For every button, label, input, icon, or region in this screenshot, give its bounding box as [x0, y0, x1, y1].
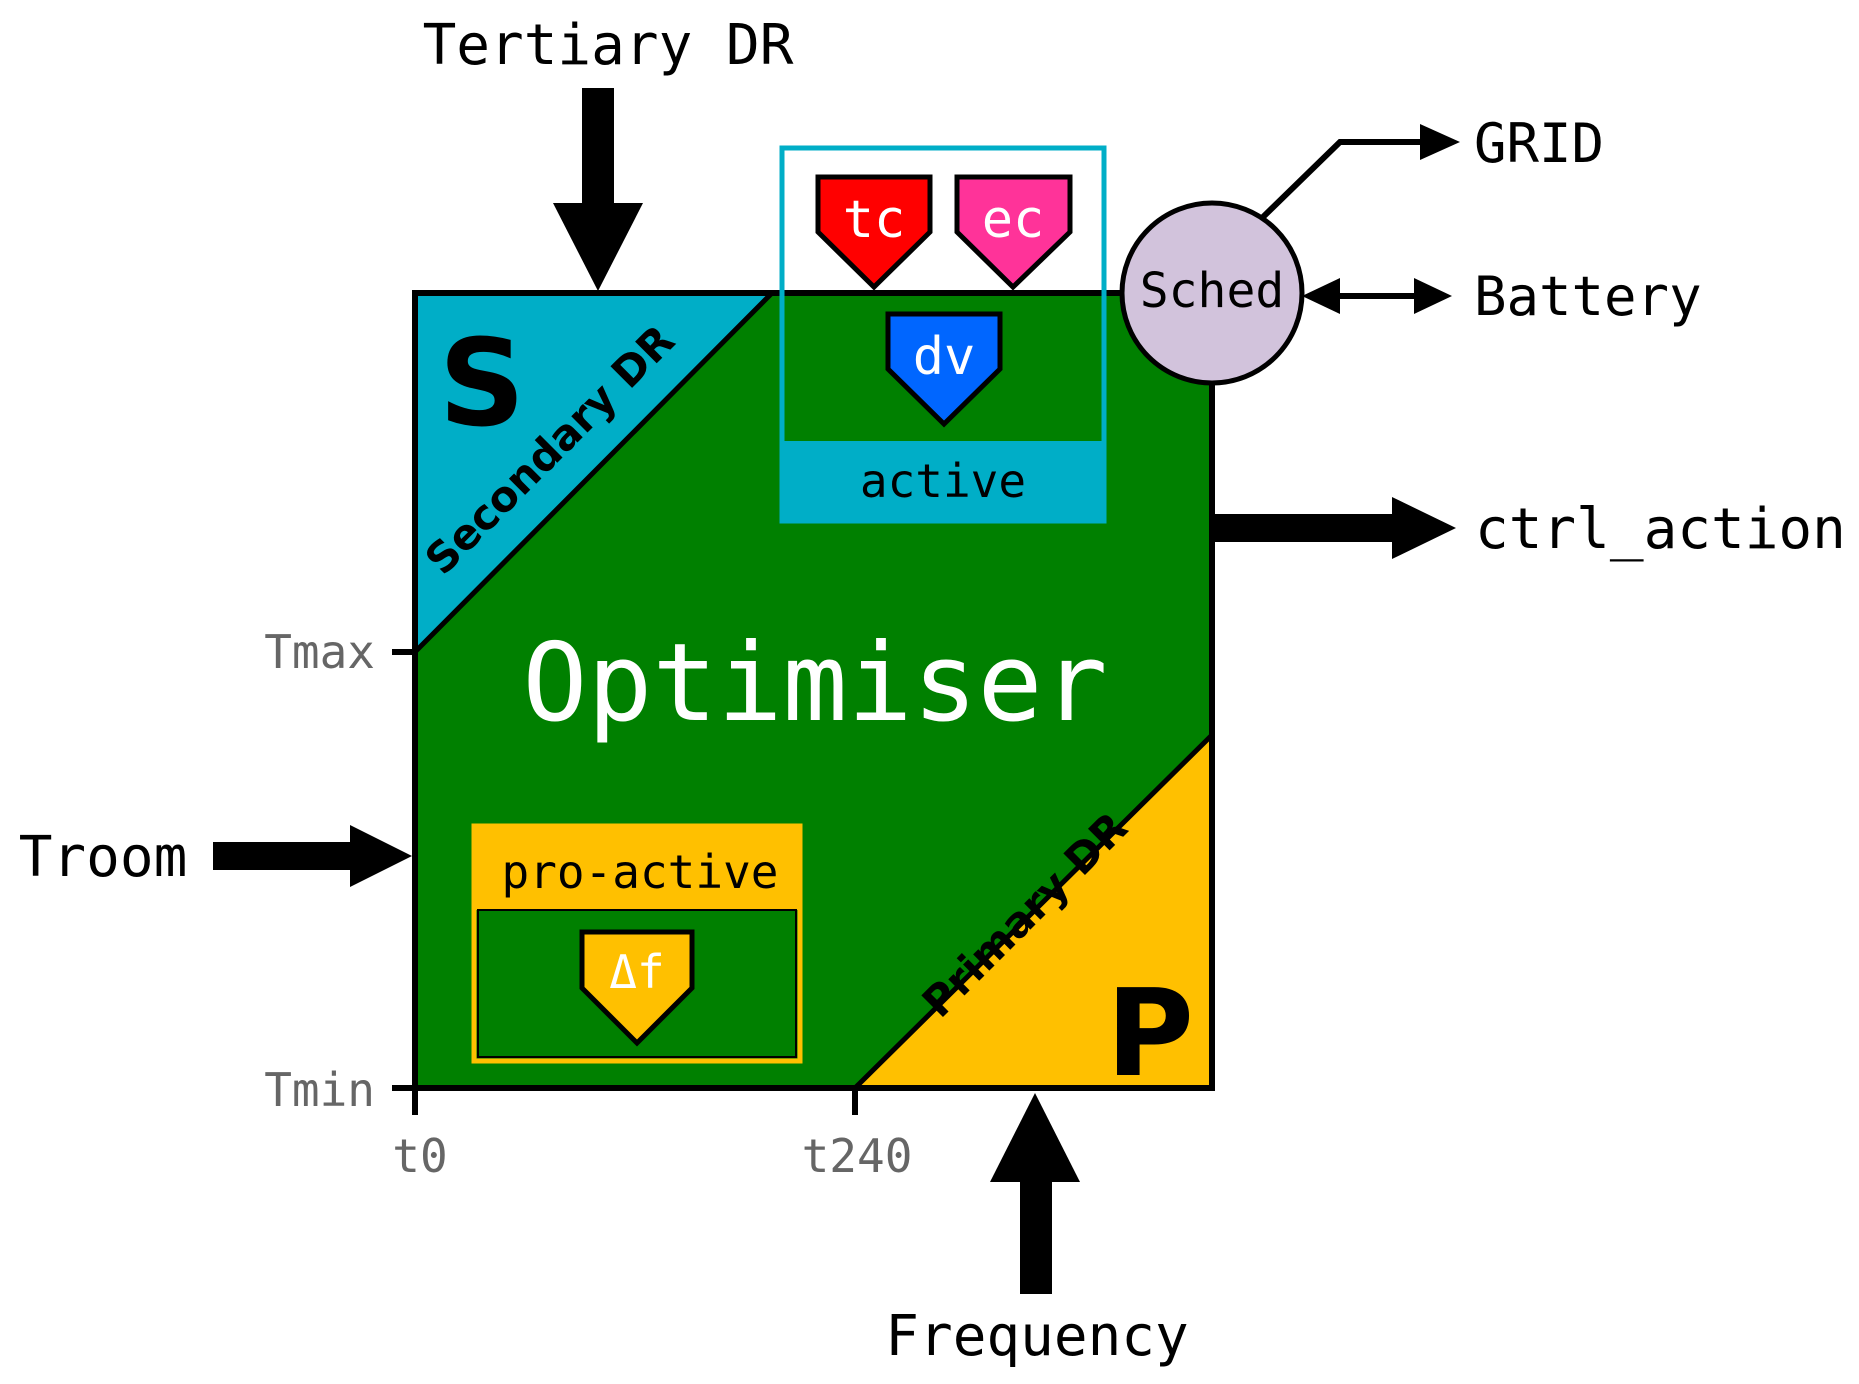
tc-shield-icon	[815, 174, 933, 291]
ec-shield-icon	[954, 174, 1073, 291]
sched-label: Sched	[1140, 263, 1285, 319]
ec-label: ec	[982, 190, 1045, 250]
frequency-arrow	[990, 1093, 1080, 1294]
ctrl-action-arrow-head-icon	[1392, 497, 1456, 559]
t0-label: t0	[392, 1129, 447, 1183]
active-label: active	[860, 454, 1026, 508]
tertiary-arrow-head-icon	[553, 203, 643, 291]
tmax-label: Tmax	[264, 625, 375, 679]
ctrl-action-label: ctrl_action	[1475, 497, 1846, 562]
grid-connector	[1259, 124, 1460, 221]
t240-label: t240	[802, 1129, 913, 1183]
secondary-letter: S	[439, 315, 525, 454]
sched-node: Sched	[1119, 200, 1305, 386]
proactive-box: pro-active	[471, 823, 803, 1064]
troom-label: Troom	[19, 825, 188, 890]
grid-arrow-head-icon	[1420, 124, 1460, 160]
proactive-label: pro-active	[502, 845, 779, 899]
ctrl-action-arrow-shaft	[1212, 514, 1400, 542]
delta-f-shield-icon	[579, 929, 695, 1047]
optimiser-border	[412, 290, 1215, 1091]
dv-label: dv	[913, 327, 976, 387]
troom-arrow	[213, 825, 412, 887]
optimiser-block	[412, 290, 1215, 1091]
tertiary-dr-label: Tertiary DR	[423, 13, 794, 78]
tc-label: tc	[843, 190, 906, 250]
tertiary-dr-arrow	[553, 88, 643, 291]
delta-f-badge: Δf	[579, 929, 695, 1047]
optimiser-title: Optimiser	[522, 621, 1107, 746]
frequency-label: Frequency	[885, 1304, 1188, 1369]
primary-letter: P	[1106, 965, 1194, 1104]
troom-arrow-head-icon	[350, 825, 412, 887]
tmin-label: Tmin	[264, 1063, 375, 1117]
axis-ticks	[392, 649, 858, 1115]
dv-shield-icon	[885, 311, 1003, 428]
proactive-label-band	[474, 826, 800, 910]
battery-connector	[1302, 278, 1452, 314]
tertiary-arrow-shaft	[582, 88, 614, 206]
proactive-inner-frame	[477, 909, 797, 1058]
troom-arrow-shaft	[213, 842, 353, 870]
frequency-arrow-head-icon	[990, 1093, 1080, 1182]
battery-arrow-left-icon	[1302, 278, 1340, 314]
battery-arrow-right-icon	[1414, 278, 1452, 314]
battery-label: Battery	[1474, 265, 1702, 328]
ctrl-action-arrow	[1212, 497, 1456, 559]
ec-badge: ec	[954, 174, 1073, 291]
grid-connector-line	[1259, 139, 1420, 221]
grid-label: GRID	[1474, 112, 1604, 175]
delta-f-label: Δf	[609, 945, 664, 999]
dv-badge: dv	[885, 311, 1003, 428]
active-box: active	[779, 145, 1107, 524]
sched-circle	[1119, 200, 1305, 386]
active-label-band	[782, 441, 1104, 521]
proactive-box-frame	[471, 823, 803, 1064]
tc-badge: tc	[815, 174, 933, 291]
frequency-arrow-shaft	[1020, 1178, 1052, 1294]
